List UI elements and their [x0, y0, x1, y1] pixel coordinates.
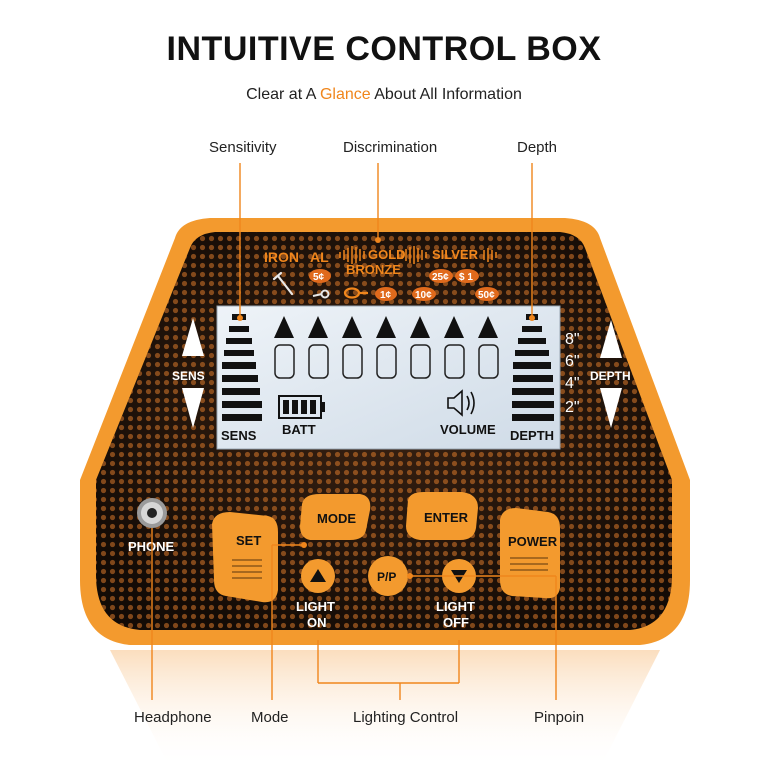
- depth-mark-6: 6": [565, 353, 580, 370]
- disc-wave-mid: [401, 246, 427, 264]
- disc-bronze: BRONZE: [346, 262, 401, 277]
- subtitle-accent: Glance: [319, 86, 371, 103]
- power-label: POWER: [508, 534, 558, 549]
- callout-depth: Depth: [517, 139, 558, 156]
- coin-25c: 25¢: [432, 272, 449, 283]
- depth-mark-4: 4": [565, 375, 580, 392]
- floor-reflection: [110, 650, 660, 768]
- lcd-depth-label: DEPTH: [510, 428, 554, 443]
- disc-silver: SILVER: [432, 247, 479, 262]
- subtitle-text-pre: Clear at A: [246, 86, 320, 103]
- disc-iron: IRON: [264, 249, 299, 265]
- set-label: SET: [236, 533, 261, 548]
- lcd-target-indicators: [274, 316, 498, 338]
- coin-5c: 5¢: [313, 272, 325, 283]
- battery-icon: [278, 395, 325, 419]
- light-on-label-1: LIGHT: [296, 599, 335, 614]
- callout-mode: Mode: [251, 709, 289, 726]
- set-button: [212, 512, 278, 603]
- mode-button: [300, 494, 371, 540]
- lcd-target-boxes: [274, 344, 499, 379]
- headphone-jack: [137, 498, 167, 528]
- page-subtitle: Clear at A Glance About All Information: [0, 86, 768, 104]
- side-sens-label: SENS: [172, 369, 205, 383]
- enter-button: [406, 492, 478, 540]
- light-off-label-2: OFF: [443, 615, 469, 630]
- callout-discrimination: Discrimination: [343, 139, 438, 156]
- pull-tab-icon: [312, 289, 330, 299]
- callout-sensitivity: Sensitivity: [209, 139, 277, 156]
- phone-label: PHONE: [128, 539, 175, 554]
- coin-1c: 1¢: [380, 290, 392, 301]
- callout-leaders: [151, 163, 557, 700]
- pp-label: P/P: [377, 570, 396, 584]
- disc-al: AL: [310, 249, 329, 265]
- coin-badges: [309, 269, 499, 301]
- disc-gold: GOLD: [368, 247, 406, 262]
- subtitle-text-post: About All Information: [370, 86, 522, 103]
- depth-mark-8: 8": [565, 331, 580, 348]
- light-on-label-2: ON: [307, 615, 327, 630]
- lcd-sens-label: SENS: [221, 428, 257, 443]
- enter-label: ENTER: [424, 510, 469, 525]
- coin-1d: $ 1: [459, 272, 473, 283]
- ring-icon: [343, 287, 368, 299]
- lcd-volume-label: VOLUME: [440, 422, 496, 437]
- disc-wave-right: [483, 248, 497, 262]
- callout-dots: [237, 237, 535, 579]
- coin-50c: 50¢: [478, 290, 495, 301]
- side-depth-label: DEPTH: [590, 369, 631, 383]
- lcd-batt-label: BATT: [282, 422, 316, 437]
- mode-label: MODE: [317, 511, 356, 526]
- callout-lighting-control: Lighting Control: [353, 709, 459, 726]
- speaker-icon: [447, 389, 475, 417]
- coin-10c: 10¢: [415, 290, 432, 301]
- pp-button: [368, 556, 408, 596]
- callout-headphone: Headphone: [134, 709, 212, 726]
- light-off-label-1: LIGHT: [436, 599, 475, 614]
- power-button: [500, 508, 560, 599]
- callout-pinpoint: Pinpoin: [534, 709, 585, 726]
- depth-arrows: [600, 320, 622, 428]
- depth-mark-2: 2": [565, 399, 580, 416]
- nail-icon: [272, 271, 294, 296]
- sens-arrows: [182, 318, 204, 428]
- disc-wave-left: [339, 246, 365, 264]
- page-title: INTUITIVE CONTROL BOX: [166, 30, 602, 68]
